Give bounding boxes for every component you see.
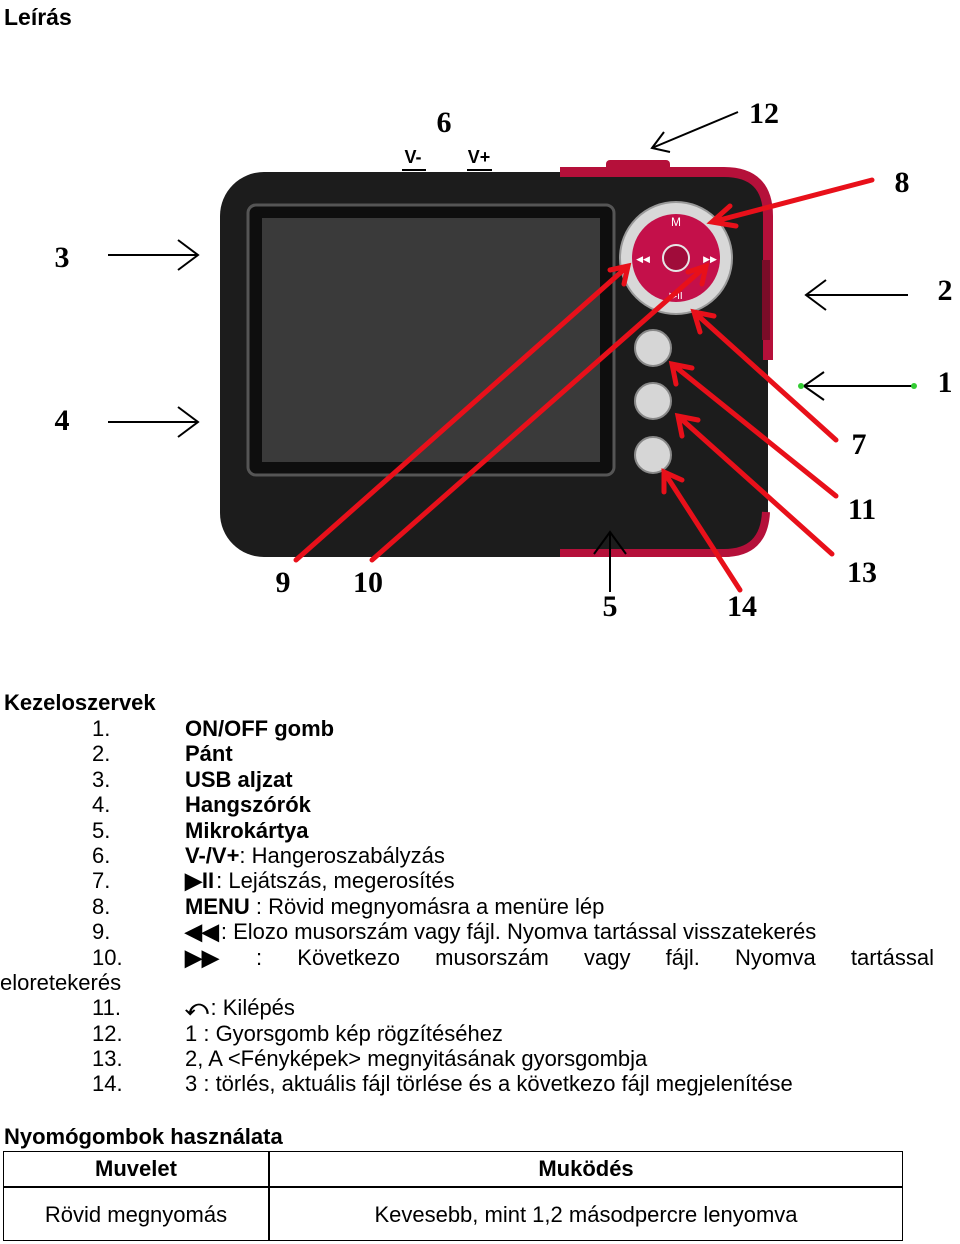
screen (262, 218, 600, 462)
volume-minus-label: V- (404, 147, 421, 167)
arrow-12 (650, 111, 739, 153)
label-2: 2 (938, 274, 953, 307)
dpad-menu-label: M (671, 215, 681, 229)
table-cell: Kevesebb, mint 1,2 másodpercre lenyomva (269, 1187, 903, 1241)
arrow-1 (802, 371, 914, 401)
label-11: 11 (848, 493, 876, 526)
table-row: Rövid megnyomás Kevesebb, mint 1,2 másod… (3, 1187, 903, 1241)
previous-track-icon: ◀◀ (185, 919, 219, 945)
label-10: 10 (353, 566, 383, 599)
camera-accent-top (560, 167, 773, 360)
arrow-2 (804, 279, 908, 311)
arrow-7 (690, 308, 839, 443)
list-item: 7. ▶II: Lejátszás, megerosítés (92, 868, 455, 894)
table-header: Muködés (269, 1151, 903, 1187)
list-item: 5. Mikrokártya (92, 817, 309, 843)
dpad-prev-label: ◀◀ (636, 254, 650, 264)
camera-accent-bottom (560, 511, 770, 557)
label-1: 1 (938, 366, 953, 399)
camera-diagram: M ◀◀ ▶▶ ▶II V- V+ 6 12 8 3 4 2 1 (55, 97, 953, 623)
list-item: 1. ON/OFF gomb (92, 716, 335, 741)
list-item: 2. Pánt (92, 741, 233, 767)
exit-icon: ⤺ (185, 995, 209, 1021)
controls-heading: Kezeloszervek (4, 690, 156, 715)
label-6: 6 (437, 106, 452, 139)
arrow-3 (108, 239, 200, 271)
label-7: 7 (852, 428, 867, 461)
table-cell: Rövid megnyomás (3, 1187, 269, 1241)
arrow-13 (674, 412, 835, 557)
list-item: 8. MENU : Rövid megnyomásra a menüre lép (92, 893, 605, 919)
table-header-row: Muvelet Muködés (3, 1151, 903, 1187)
label-4: 4 (55, 404, 70, 437)
list-item: 3. USB aljzat (92, 766, 293, 792)
label-3: 3 (55, 241, 70, 274)
side-strap-slot (762, 260, 770, 340)
arrow-4 (108, 406, 200, 438)
list-item: 11. ⤺: Kilépés (92, 995, 295, 1021)
list-item: 4. Hangszórók (92, 792, 311, 818)
shutter-button (606, 160, 670, 172)
label-13: 13 (847, 556, 877, 589)
page-title: Leírás (4, 4, 72, 30)
arrow-14 (661, 468, 743, 593)
photo-button (634, 382, 672, 420)
dpad-center (662, 244, 690, 272)
next-track-icon: ▶▶ (185, 944, 219, 970)
arrow-8 (706, 177, 875, 229)
label-12: 12 (749, 97, 779, 130)
operations-table: Muvelet Muködés Rövid megnyomás Kevesebb… (3, 1151, 903, 1241)
buttons-heading: Nyomógombok használata (4, 1124, 283, 1149)
label-9: 9 (276, 566, 291, 599)
list-item: 13. 2, A <Fényképek> megnyitásának gyors… (92, 1046, 648, 1072)
exit-button (634, 329, 672, 367)
list-item: 6. V-/V+: Hangeroszabályzás (92, 842, 445, 868)
arrow-11 (668, 360, 839, 499)
label-5: 5 (603, 590, 618, 623)
list-item: 10. ▶▶ : Következo musorszám vagy fájl. … (0, 944, 934, 995)
delete-button (634, 436, 672, 474)
label-14: 14 (727, 590, 757, 623)
arrow-9 (293, 262, 632, 563)
arrow-10 (369, 262, 710, 563)
arrow-5 (593, 530, 627, 592)
dpad-play-label: ▶II (669, 291, 682, 302)
volume-plus-label: V+ (468, 147, 491, 167)
list-item: 14. 3 : törlés, aktuális fájl törlése és… (92, 1071, 793, 1097)
play-pause-icon: ▶II (185, 868, 215, 894)
table-header: Muvelet (3, 1151, 269, 1187)
dpad-next-label: ▶▶ (703, 254, 717, 264)
list-item: 12. 1 : Gyorsgomb kép rögzítéséhez (92, 1020, 503, 1046)
label-8: 8 (895, 166, 910, 199)
list-item: 9. ◀◀: Elozo musorszám vagy fájl. Nyomva… (92, 919, 817, 945)
controls-list: 1. ON/OFF gomb 2. Pánt 3. USB aljzat 4. … (0, 716, 960, 1097)
